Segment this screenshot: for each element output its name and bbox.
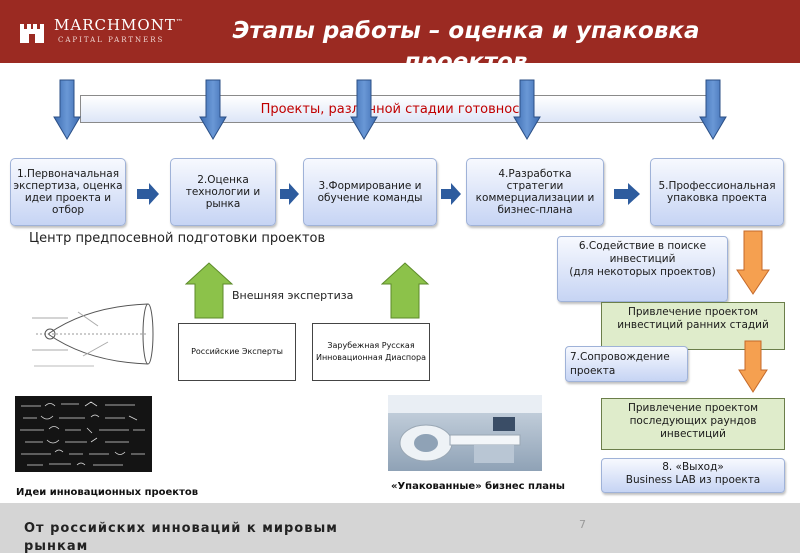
foreign-diaspora-box: Зарубежная Русская Инновационная Диаспор… — [312, 323, 430, 381]
orange-down-arrow-icon — [738, 340, 768, 393]
step-6-note: (для некоторых проектов) — [569, 266, 716, 278]
blue-down-arrows — [53, 79, 727, 140]
orange-down-arrow-icon — [736, 230, 770, 295]
step-4-box: 4.Разработка стратегии коммерциализации … — [466, 158, 604, 226]
step-1-box: 1.Первоначальная экспертиза, оценка идеи… — [10, 158, 126, 226]
down-arrow-icon — [513, 79, 541, 140]
packaged-caption: «Упакованные» бизнес планы — [391, 481, 565, 492]
footer-slogan: От российских инноваций к мировым рынкам — [24, 521, 338, 553]
up-arrow-icon — [185, 262, 234, 319]
step-connectors — [137, 183, 640, 205]
header-bar: MARCHMONT™ CAPITAL PARTNERS Этапы работы… — [0, 0, 800, 63]
formulas-blackboard-image — [15, 396, 152, 472]
right-arrow-icon — [137, 183, 159, 205]
right-arrow-icon — [280, 183, 299, 205]
lab-equipment-photo — [388, 395, 542, 471]
page-number: 7 — [579, 518, 586, 531]
step-8-line-2: Business LAB из проекта — [625, 474, 761, 486]
step-8-box: 8. «Выход» Business LAB из проекта — [601, 458, 785, 493]
external-expertise-label: Внешняя экспертиза — [232, 289, 354, 302]
step-5-box: 5.Профессиональная упаковка проекта — [650, 158, 784, 226]
down-arrow-icon — [699, 79, 727, 140]
right-arrow-icon — [441, 183, 461, 205]
technical-sketch-image — [28, 298, 160, 370]
down-arrow-icon — [350, 79, 378, 140]
right-arrow-icon — [614, 183, 640, 205]
later-investment-box: Привлечение проектом последующих раундов… — [601, 398, 785, 450]
step-7-box: 7.Сопровождение проекта — [565, 346, 688, 382]
step-6-title: 6.Содействие в поиске инвестиций — [578, 240, 707, 265]
down-arrow-icon — [53, 79, 81, 140]
russian-experts-box: Российские Эксперты — [178, 323, 296, 381]
step-6-box: 6.Содействие в поиске инвестиций (для не… — [557, 236, 728, 302]
logo-name: MARCHMONT™ — [54, 16, 184, 34]
step-8-line-1: 8. «Выход» — [662, 461, 724, 473]
footer-bar: От российских инноваций к мировым рынкам — [0, 503, 800, 553]
step-3-box: 3.Формирование и обучение команды — [303, 158, 437, 226]
logo-subtitle: CAPITAL PARTNERS — [58, 36, 165, 44]
ideas-caption: Идеи инновационных проектов — [16, 487, 199, 498]
page-title: Этапы работы – оценка и упаковка проекто… — [232, 18, 700, 63]
up-arrow-icon — [381, 262, 430, 319]
step-2-box: 2.Оценка технологии и рынка — [170, 158, 276, 226]
castle-logo-icon — [20, 24, 44, 43]
center-label: Центр предпосевной подготовки проектов — [29, 231, 326, 246]
down-arrow-icon — [199, 79, 227, 140]
projects-banner: Проекты, различной стадии готовности — [80, 95, 716, 123]
